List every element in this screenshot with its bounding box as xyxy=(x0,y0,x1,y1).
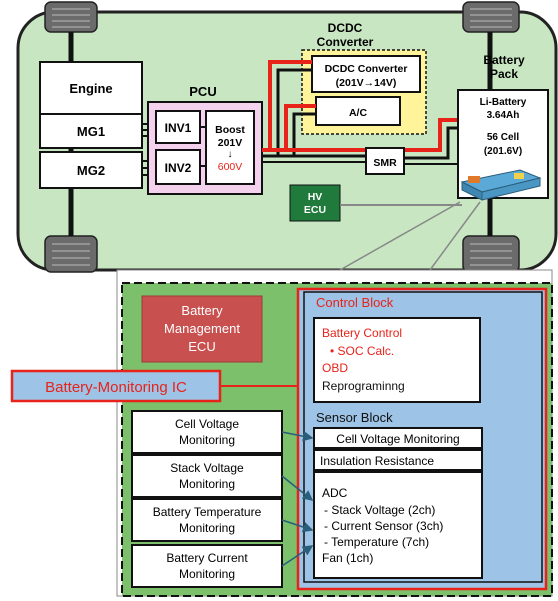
ac-label: A/C xyxy=(349,107,368,119)
battery-cell-count: 56 Cell xyxy=(487,132,519,143)
bms-title-box xyxy=(141,295,263,363)
smr-box xyxy=(365,147,405,175)
monitor-stack-voltage-line2: Monitoring xyxy=(179,477,235,491)
control-item-obd: OBD xyxy=(322,361,348,375)
mg1-label: MG1 xyxy=(77,124,105,139)
boost-label: Boost xyxy=(215,124,245,136)
wheel-rear-left xyxy=(44,235,98,273)
sensor-cell-voltage-box xyxy=(313,427,483,449)
ac-box xyxy=(315,96,401,126)
adc-fan: Fan (1ch) xyxy=(322,551,373,565)
zoom-line-left xyxy=(339,201,461,271)
adc-current-sensor: - Current Sensor (3ch) xyxy=(324,519,443,533)
control-block-title: Control Block xyxy=(316,295,394,310)
mg2-box xyxy=(39,151,143,189)
engine-box xyxy=(39,61,143,115)
monitor-stack-voltage-box xyxy=(131,454,283,498)
monitor-battery-temperature-line2: Monitoring xyxy=(179,521,235,535)
boost-input-voltage: 201V xyxy=(218,137,243,149)
dcdc-title-line2: Converter xyxy=(317,35,374,49)
monitor-battery-temperature-box xyxy=(131,498,283,542)
hv-ecu-box xyxy=(289,184,341,222)
inv1-box xyxy=(155,110,201,144)
monitor-cell-voltage-line1: Cell Voltage xyxy=(175,417,239,431)
hv-ecu-label-line2: ECU xyxy=(304,204,326,216)
inv2-label: INV2 xyxy=(165,161,192,175)
control-item-soc: • SOC Calc. xyxy=(330,344,394,358)
hv-ecu-label-line1: HV xyxy=(308,191,323,203)
monitor-signal-arrows xyxy=(281,431,314,567)
control-item-battery-control: Battery Control xyxy=(322,326,402,340)
sensor-block-title: Sensor Block xyxy=(316,410,393,425)
smr-label: SMR xyxy=(373,157,397,169)
wheel-front-left xyxy=(44,1,98,33)
battery-monitoring-ic-callout xyxy=(10,369,222,403)
wheel-rear-right xyxy=(462,235,520,273)
monitor-battery-current-line2: Monitoring xyxy=(179,567,235,581)
zoom-line-right xyxy=(429,201,481,271)
pcu-title: PCU xyxy=(189,84,216,99)
mg2-label: MG2 xyxy=(77,163,105,178)
engine-label: Engine xyxy=(69,81,112,96)
battery-capacity: 3.64Ah xyxy=(487,110,520,121)
dcdc-converter-box xyxy=(311,55,421,93)
battery-monitoring-ic-label: Battery-Monitoring IC xyxy=(45,379,187,396)
sensor-insulation-box xyxy=(313,449,483,471)
control-item-reprogramming: Reprograminng xyxy=(322,379,405,393)
boost-arrow: ↓ xyxy=(228,149,233,160)
hv-power-lines xyxy=(262,60,458,165)
battery-pack-title-line1: Battery xyxy=(483,53,525,67)
monitor-battery-temperature-line1: Battery Temperature xyxy=(153,505,262,519)
monitor-cell-voltage-box xyxy=(131,410,283,454)
battery-pack-title-line2: Pack xyxy=(490,67,518,81)
battery-type: Li-Battery xyxy=(480,97,527,108)
boost-output-voltage: 600V xyxy=(218,161,243,173)
sensor-cell-voltage-label: Cell Voltage Monitoring xyxy=(336,432,459,446)
monitor-stack-voltage-line1: Stack Voltage xyxy=(170,461,244,475)
dcdc-converter-ratio: (201V→14V) xyxy=(336,77,397,89)
control-block-box xyxy=(313,317,481,403)
sensor-adc-box xyxy=(313,471,483,579)
inv1-label: INV1 xyxy=(165,121,192,135)
monitor-cell-voltage-line2: Monitoring xyxy=(179,433,235,447)
monitor-battery-current-line1: Battery Current xyxy=(166,551,248,565)
bms-title-line2: Management xyxy=(164,321,240,336)
battery-voltage: (201.6V) xyxy=(484,146,522,157)
bms-title-line3: ECU xyxy=(188,339,215,354)
adc-title: ADC xyxy=(322,486,348,500)
adc-stack-voltage: - Stack Voltage (2ch) xyxy=(324,503,435,517)
bms-title-line1: Battery xyxy=(181,303,223,318)
wheel-front-right xyxy=(462,1,520,33)
dcdc-converter-label: DCDC Converter xyxy=(325,63,408,75)
sensor-insulation-label: Insulation Resistance xyxy=(320,454,434,468)
bms-module-image xyxy=(460,169,542,201)
adc-temperature: - Temperature (7ch) xyxy=(324,535,429,549)
boost-box xyxy=(205,110,255,185)
dcdc-title-line1: DCDC xyxy=(328,21,363,35)
